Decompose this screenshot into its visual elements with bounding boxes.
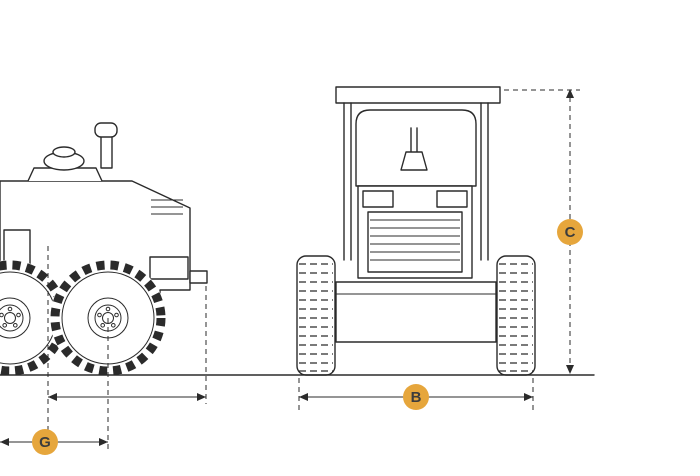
rops-canopy — [335, 86, 501, 261]
dim-g-badge — [32, 429, 58, 455]
tire-left — [296, 255, 336, 376]
air-cleaner-cap — [52, 146, 76, 158]
dimension-b: B — [298, 378, 534, 410]
radiator-grille — [367, 211, 463, 273]
span-arrow-right — [197, 393, 206, 401]
engine-vents — [151, 199, 183, 215]
dim-b-arrow-right — [524, 393, 533, 401]
dimension-wheel-span — [47, 246, 207, 452]
dimension-c: C — [504, 89, 583, 374]
rops-roof — [335, 86, 501, 104]
headlight-left — [362, 190, 394, 208]
tire-right-tread — [499, 263, 533, 372]
exhaust-rain-cap — [94, 122, 118, 138]
lower-frame — [335, 281, 497, 343]
steering-column — [400, 127, 428, 171]
dim-g-arrow-left — [0, 438, 9, 446]
dim-c-arrow-bottom — [566, 365, 574, 374]
dim-b-badge — [403, 384, 429, 410]
rops-posts — [343, 102, 489, 261]
rear-tank — [149, 256, 189, 280]
dim-b-label: B — [411, 389, 422, 406]
rear-wheel-tread — [50, 260, 166, 376]
side-view — [0, 122, 208, 376]
front-wheel-bolts — [0, 306, 21, 328]
windshield-frame — [355, 109, 477, 187]
span-arrow-left — [48, 393, 57, 401]
dim-b-arrow-left — [299, 393, 308, 401]
front-view — [296, 86, 536, 376]
drawbar — [189, 270, 208, 284]
tire-left-tread — [299, 263, 333, 372]
dim-g-label: G — [39, 434, 51, 451]
tire-right — [496, 255, 536, 376]
dim-g-arrow-right — [99, 438, 108, 446]
dim-c-badge — [557, 219, 583, 245]
headlight-right — [436, 190, 468, 208]
dimension-g: G — [0, 429, 108, 455]
rear-wheel-bolts — [97, 306, 119, 328]
dim-c-arrow-top — [566, 89, 574, 98]
dim-c-label: C — [565, 224, 576, 241]
exhaust-pipe — [100, 133, 113, 169]
